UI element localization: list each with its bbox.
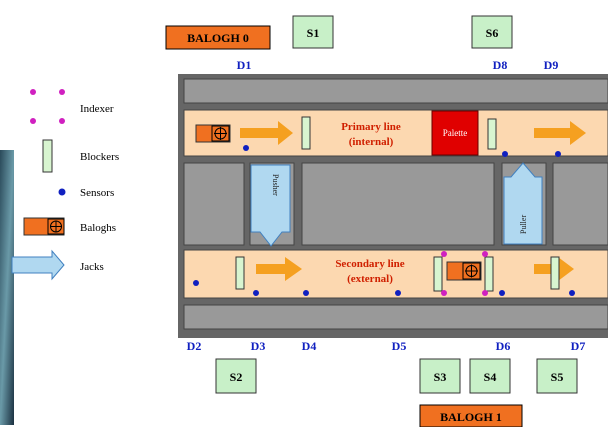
detector-d6: D6 (496, 339, 511, 353)
side-photo-strip (0, 150, 14, 425)
station-s4-label: S4 (484, 370, 497, 384)
sensor (395, 290, 401, 296)
blocker (302, 117, 310, 149)
sensor (502, 151, 508, 157)
legend-jack-icon (12, 251, 64, 279)
balogh-1-label: BALOGH 1 (440, 410, 502, 424)
sensor (499, 290, 505, 296)
secondary-line-sublabel: (external) (347, 273, 393, 285)
blocker (434, 257, 442, 291)
detector-d7: D7 (571, 339, 586, 353)
station-s6-label: S6 (486, 26, 499, 40)
station-s5-label: S5 (551, 370, 564, 384)
sensor (243, 145, 249, 151)
pusher-label: Pusher (271, 174, 280, 196)
detector-d2: D2 (187, 339, 202, 353)
legend-sensors-label: Sensors (80, 187, 114, 199)
secondary-line-label: Secondary line (335, 258, 404, 270)
sensor (555, 151, 561, 157)
legend-sensor-icon (59, 189, 66, 196)
primary-line-sublabel: (internal) (349, 136, 394, 148)
station-s1-label: S1 (307, 26, 320, 40)
legend: Indexer Blockers Sensors Baloghs Jacks (12, 89, 119, 279)
conveyor-frame (178, 74, 608, 338)
sensor (569, 290, 575, 296)
balogh-0-label: BALOGH 0 (187, 31, 249, 45)
balogh-0-reader (196, 125, 230, 142)
blocker (236, 257, 244, 289)
legend-blocker-icon (43, 140, 52, 172)
detector-d9: D9 (544, 58, 559, 72)
blocker (488, 119, 496, 149)
blocker (485, 257, 493, 291)
legend-blockers-label: Blockers (80, 151, 119, 163)
sensor (253, 290, 259, 296)
detector-d1: D1 (237, 58, 252, 72)
legend-jacks-label: Jacks (80, 261, 104, 273)
detector-d3: D3 (251, 339, 266, 353)
station-s3-label: S3 (434, 370, 447, 384)
balogh-1-reader (447, 262, 481, 280)
sensor (303, 290, 309, 296)
legend-balogh-icon (24, 218, 64, 235)
station-s2-label: S2 (230, 370, 243, 384)
sensor (193, 280, 199, 286)
detector-d5: D5 (392, 339, 407, 353)
primary-line-label: Primary line (341, 121, 401, 133)
detector-d8: D8 (493, 58, 508, 72)
legend-baloghs-label: Baloghs (80, 222, 116, 234)
detector-d4: D4 (302, 339, 317, 353)
legend-indexer-icon (30, 89, 65, 124)
blocker (551, 257, 559, 289)
legend-indexer-label: Indexer (80, 103, 114, 115)
puller-label: Puller (519, 215, 528, 234)
palette-label: Palette (443, 128, 468, 138)
